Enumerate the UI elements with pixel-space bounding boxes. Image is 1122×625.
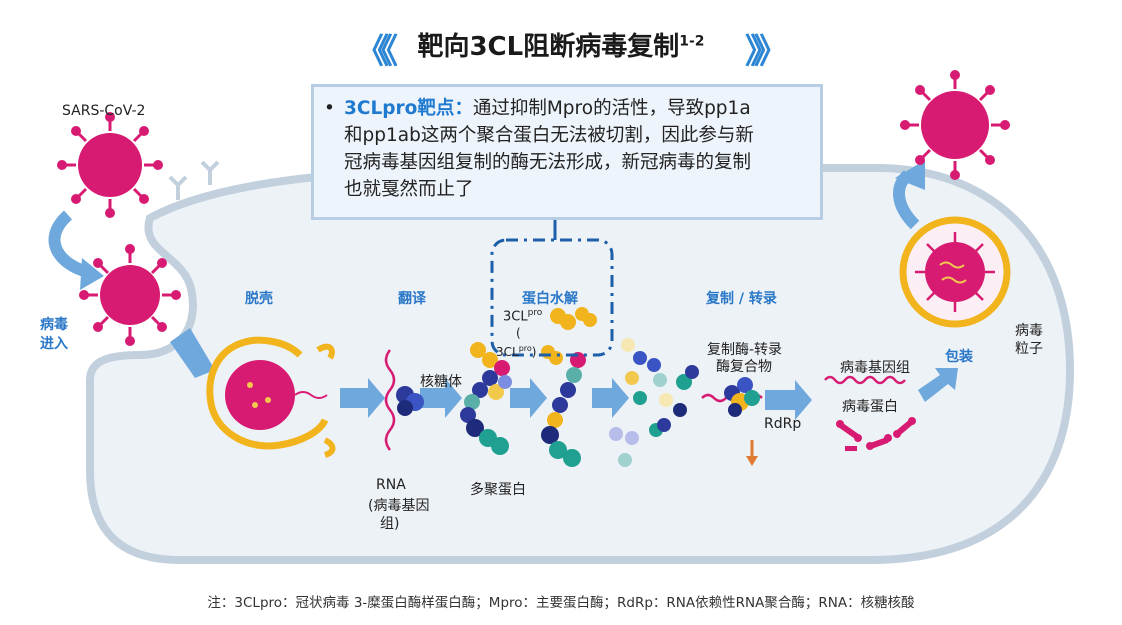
rna-strand: [384, 349, 396, 451]
callout-bullet: •: [324, 98, 335, 119]
step-entry: 病毒 进入: [40, 317, 68, 352]
step-proteolysis: 蛋白水解: [522, 291, 578, 307]
label-3clpro-a-sup: pro: [527, 308, 543, 318]
callout-line-3: 冠病毒基因组复制的酶无法形成，新冠病毒的复制: [344, 152, 752, 173]
callout-term: 3CLpro靶点: [344, 98, 455, 119]
page-title: 靶向3CL阻断病毒复制1-2: [0, 26, 1122, 63]
cleaved-proteins-icon: [609, 338, 699, 467]
label-enzyme-complex-2: 酶复合物: [716, 359, 772, 375]
virus-icon: [57, 112, 163, 218]
label-viral-genome: 病毒基因组: [840, 360, 910, 376]
packaged-virion-icon: [899, 216, 1011, 328]
entry-arrow-head: [80, 258, 104, 290]
label-rna-sub-1: (病毒基因: [368, 498, 430, 514]
label-3clpro-b-paren: (: [516, 326, 521, 340]
title-text: 靶向3CL阻断病毒复制: [417, 32, 680, 62]
label-rdrp: RdRp: [764, 416, 802, 432]
exit-arrow-head: [895, 160, 925, 190]
ribosome-icon: [396, 386, 424, 416]
polyprotein-cleaved-icon: [541, 352, 586, 467]
callout-colon: ：: [454, 98, 473, 119]
uncoating-vesicle: [206, 336, 336, 458]
label-sars-cov-2: SARS-CoV-2: [62, 103, 146, 119]
rdrp-down-arrow-head: [746, 456, 758, 466]
footnote: 注：3CLpro：冠状病毒 3-糜蛋白酶样蛋白酶；Mpro：主要蛋白酶；RdRp…: [207, 595, 915, 611]
cell-receptors: [168, 160, 220, 200]
title-superscript: 1-2: [679, 33, 705, 50]
label-3clpro-a-text: 3CL: [503, 309, 528, 325]
label-3clpro-b-text: 3CL: [496, 345, 519, 359]
label-virus-particle: 病毒 粒子: [1015, 323, 1043, 357]
callout-box: • 3CLpro靶点：通过抑制Mpro的活性，导致pp1a 和pp1ab这两个聚…: [311, 84, 823, 220]
label-3clpro-b-sup: pro: [518, 344, 532, 353]
entry-arrow: [48, 210, 90, 278]
step-translation: 翻译: [398, 291, 426, 307]
label-3clpro-b: 3CLpro): [496, 344, 536, 359]
callout-line-1: 3CLpro靶点：通过抑制Mpro的活性，导致pp1a: [344, 95, 810, 122]
released-virus-icon: [900, 70, 1010, 180]
step-replication-transcription: 复制 / 转录: [706, 291, 777, 307]
label-polyprotein: 多聚蛋白: [470, 482, 526, 498]
pathway-arrows: [340, 368, 958, 420]
proteolysis-highlight: [490, 238, 614, 357]
label-enzyme-complex-1: 复制酶-转录: [707, 342, 783, 358]
title-right-chevron: 》》: [745, 32, 788, 72]
step-uncoating: 脱壳: [245, 291, 273, 307]
label-rna-sub-2: 组): [380, 516, 400, 532]
callout-line-4: 也就戛然而止了: [344, 179, 474, 200]
label-3clpro-b-close: ): [531, 345, 537, 359]
label-viral-protein: 病毒蛋白: [842, 399, 898, 415]
viral-protein-icon: [836, 417, 916, 451]
polyprotein-icon: [460, 342, 512, 455]
step-packaging: 包装: [945, 349, 973, 365]
arrow-to-uncoating: [170, 328, 215, 378]
callout-line-2: 和pp1ab这两个聚合蛋白无法被切割，因此参与新: [344, 125, 754, 146]
label-ribosome: 核糖体: [420, 374, 462, 390]
label-rna: RNA: [376, 477, 406, 493]
replicase-complex-icon: [701, 377, 763, 417]
3clpro-protease-icon: [541, 307, 597, 365]
callout-text-1: 通过抑制Mpro的活性，导致pp1a: [472, 98, 751, 119]
virus-entering-icon: [79, 244, 181, 346]
label-3clpro-a: 3CLpro: [503, 308, 542, 324]
viral-genome-strand: [824, 375, 906, 385]
